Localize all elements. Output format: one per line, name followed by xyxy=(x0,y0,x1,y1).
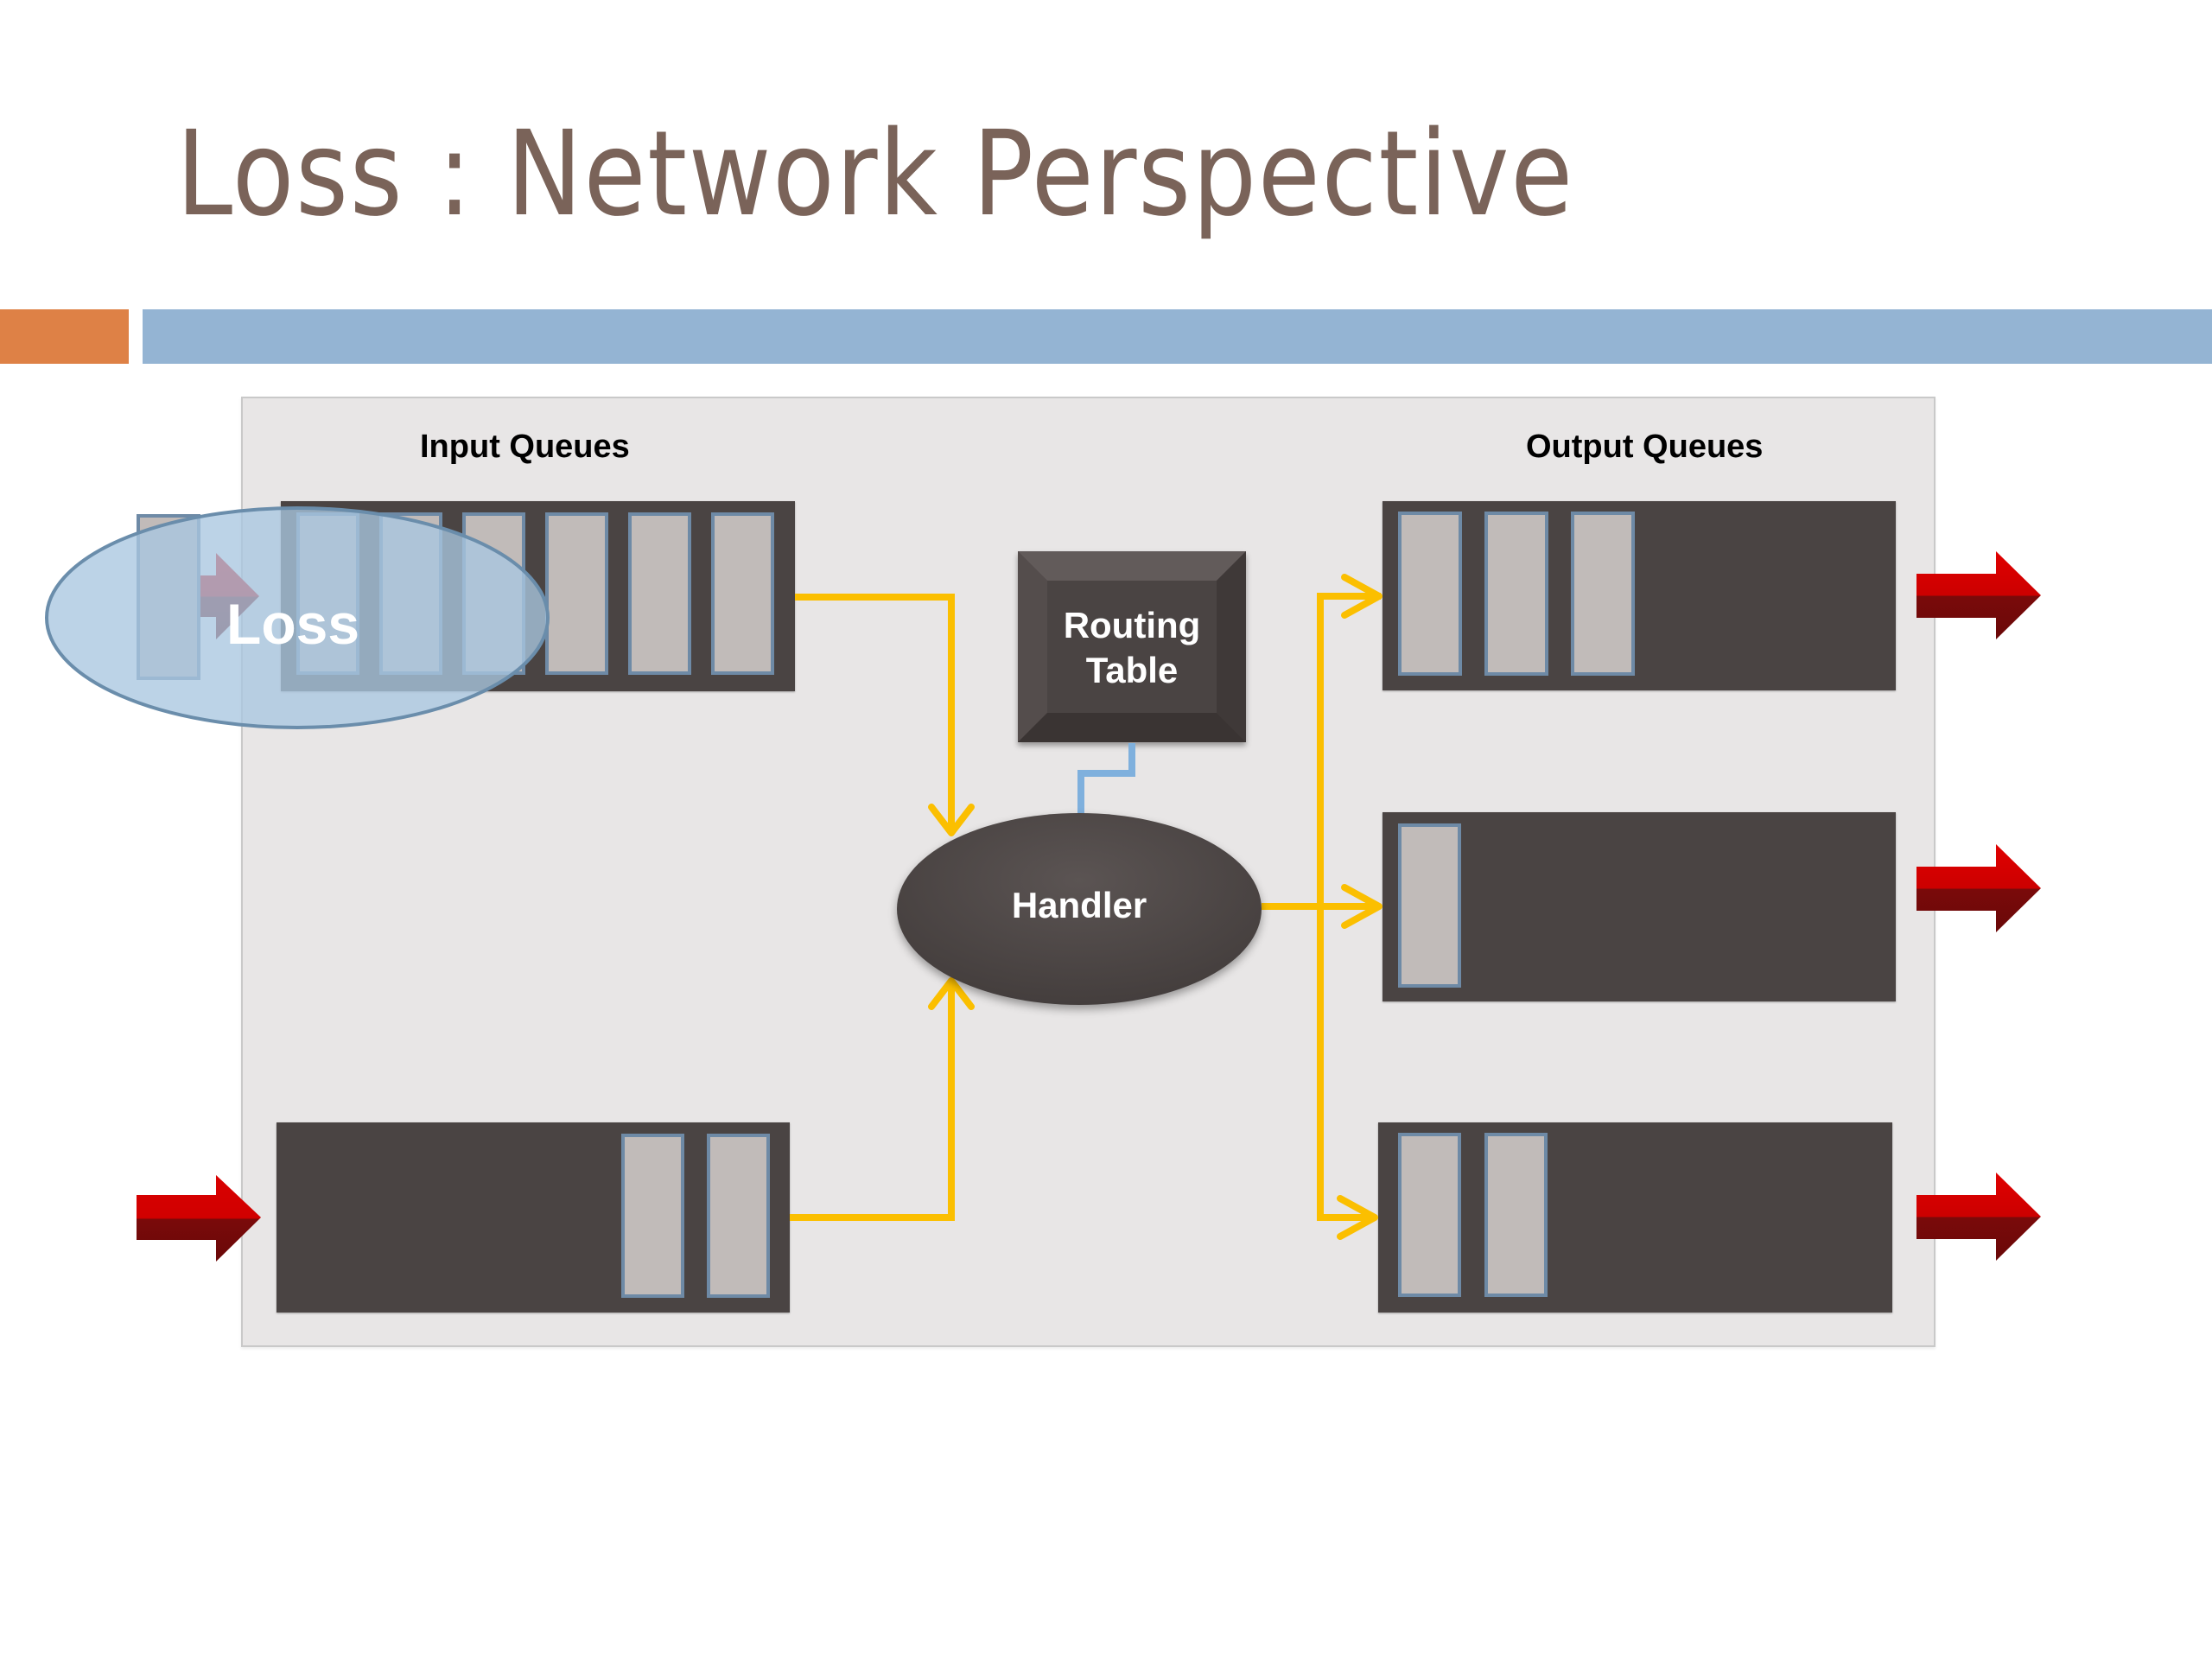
packet xyxy=(1398,1133,1461,1297)
outgoing-arrow-icon-1 xyxy=(1916,551,2041,639)
flow-arrowhead-down xyxy=(928,804,975,836)
routing-connector-line xyxy=(1077,743,1135,814)
packet xyxy=(711,512,774,675)
loss-label: Loss xyxy=(226,592,360,656)
flow-arrowhead-out1 xyxy=(1341,574,1382,619)
handler-ellipse xyxy=(897,813,1262,1005)
output-queue-3 xyxy=(1378,1122,1892,1313)
accent-bar-blue xyxy=(143,309,2212,364)
packet xyxy=(707,1134,770,1298)
flow-arrowhead-out3 xyxy=(1337,1195,1378,1240)
packet xyxy=(545,512,608,675)
packet xyxy=(1398,823,1461,988)
flow-line-input1-to-handler xyxy=(795,594,955,833)
packet xyxy=(1484,512,1548,676)
output-queues-label: Output Queues xyxy=(1526,429,1764,465)
packet xyxy=(621,1134,684,1298)
packet xyxy=(1571,512,1635,676)
flow-line-distribution xyxy=(1317,593,1381,1221)
routing-table-label-line2: Table xyxy=(1085,650,1179,690)
packet xyxy=(1398,512,1462,676)
input-queues-label: Input Queues xyxy=(420,429,630,465)
loss-callout-ellipse xyxy=(45,506,550,729)
input-queue-2 xyxy=(276,1122,790,1313)
handler-label: Handler xyxy=(1011,885,1147,925)
packet xyxy=(1484,1133,1548,1297)
slide-title: Loss : Network Perspective xyxy=(176,106,1574,243)
outgoing-arrow-icon-2 xyxy=(1916,844,2041,932)
incoming-arrow-icon xyxy=(137,1175,261,1262)
outgoing-arrow-icon-3 xyxy=(1916,1173,2041,1261)
flow-line-input2-to-handler xyxy=(790,981,955,1221)
flow-arrowhead-up xyxy=(928,977,975,1010)
routing-table-label-line1: Routing xyxy=(1063,605,1201,645)
flow-arrowhead-out2 xyxy=(1341,884,1382,929)
output-queue-1 xyxy=(1382,501,1896,690)
packet xyxy=(628,512,691,675)
output-queue-2 xyxy=(1382,812,1896,1001)
bevel-decoration xyxy=(1018,551,1246,742)
accent-bar-orange xyxy=(0,309,129,364)
routing-table-box: Routing Table xyxy=(1018,551,1246,742)
